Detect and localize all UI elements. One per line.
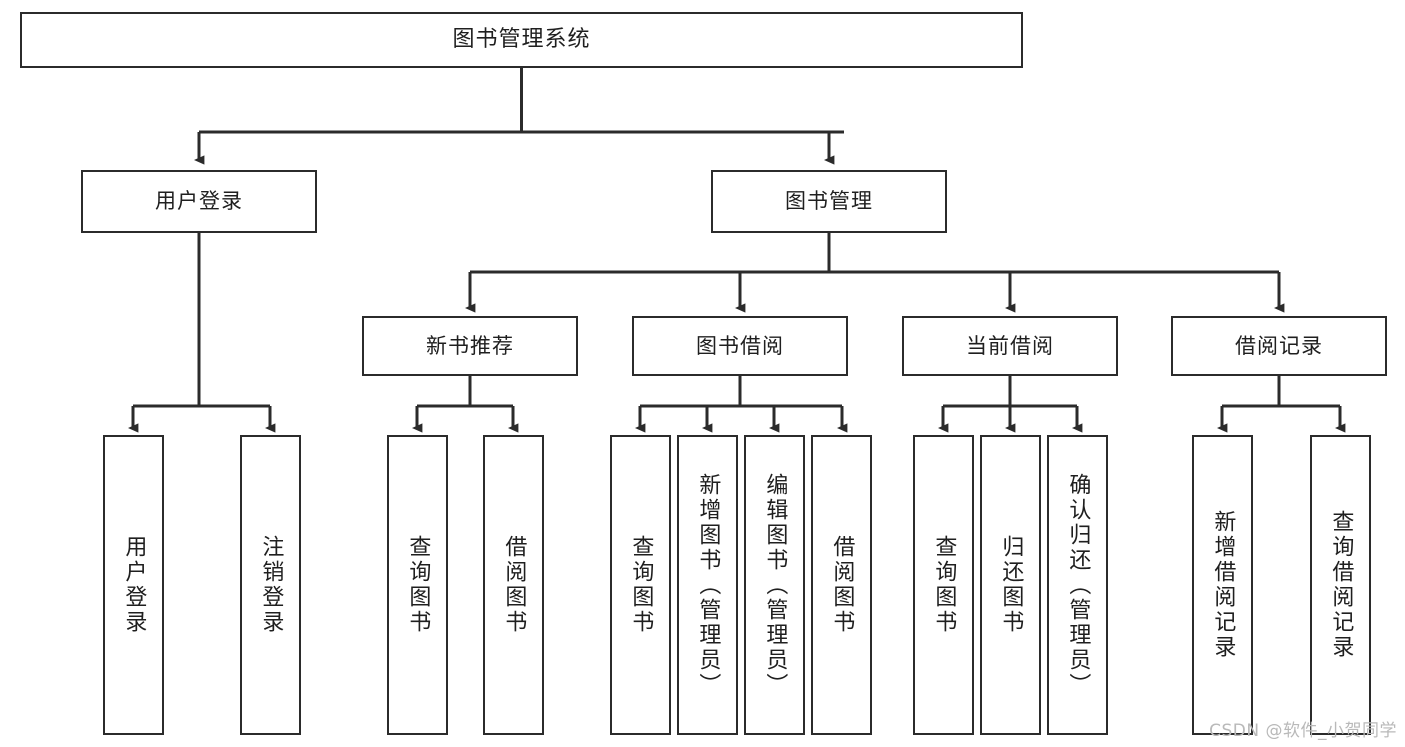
leaf-current-confirm-return[interactable]: 确认归还（管理员） bbox=[1047, 435, 1108, 735]
node-label: 编辑图书（管理员） bbox=[762, 472, 788, 698]
node-root[interactable]: 图书管理系统 bbox=[20, 12, 1023, 68]
node-label: 新书推荐 bbox=[426, 333, 514, 358]
leaf-user-login-login[interactable]: 用户登录 bbox=[103, 435, 164, 735]
leaf-borrow-edit-book[interactable]: 编辑图书（管理员） bbox=[744, 435, 805, 735]
node-borrow-record[interactable]: 借阅记录 bbox=[1171, 316, 1387, 376]
leaf-recommend-borrow-book[interactable]: 借阅图书 bbox=[483, 435, 544, 735]
node-new-book-recommend[interactable]: 新书推荐 bbox=[362, 316, 578, 376]
node-label: 确认归还（管理员） bbox=[1065, 472, 1091, 698]
node-label: 查询借阅记录 bbox=[1328, 510, 1354, 660]
node-label: 用户登录 bbox=[155, 189, 243, 214]
node-label: 借阅记录 bbox=[1235, 333, 1323, 358]
leaf-record-query-record[interactable]: 查询借阅记录 bbox=[1310, 435, 1371, 735]
leaf-user-login-logout[interactable]: 注销登录 bbox=[240, 435, 301, 735]
node-label: 查询图书 bbox=[628, 535, 654, 635]
node-label: 查询图书 bbox=[405, 535, 431, 635]
node-book-management[interactable]: 图书管理 bbox=[711, 170, 947, 233]
leaf-current-query-book[interactable]: 查询图书 bbox=[913, 435, 974, 735]
node-label: 新增图书（管理员） bbox=[695, 472, 721, 698]
leaf-current-return-book[interactable]: 归还图书 bbox=[980, 435, 1041, 735]
leaf-borrow-add-book[interactable]: 新增图书（管理员） bbox=[677, 435, 738, 735]
leaf-record-add-record[interactable]: 新增借阅记录 bbox=[1192, 435, 1253, 735]
leaf-borrow-query-book[interactable]: 查询图书 bbox=[610, 435, 671, 735]
node-label: 图书管理系统 bbox=[452, 27, 591, 53]
node-label: 注销登录 bbox=[258, 535, 284, 635]
node-label: 图书借阅 bbox=[696, 333, 784, 358]
node-label: 借阅图书 bbox=[829, 535, 855, 635]
node-label: 新增借阅记录 bbox=[1210, 510, 1236, 660]
watermark: CSDN @软件_小贺同学 bbox=[1209, 721, 1397, 741]
node-label: 查询图书 bbox=[931, 535, 957, 635]
leaf-recommend-query-book[interactable]: 查询图书 bbox=[387, 435, 448, 735]
node-label: 归还图书 bbox=[998, 535, 1024, 635]
node-book-borrow[interactable]: 图书借阅 bbox=[632, 316, 848, 376]
node-label: 借阅图书 bbox=[501, 535, 527, 635]
node-current-borrow[interactable]: 当前借阅 bbox=[902, 316, 1118, 376]
node-label: 用户登录 bbox=[121, 535, 147, 635]
node-label: 当前借阅 bbox=[966, 333, 1054, 358]
node-label: 图书管理 bbox=[785, 189, 873, 214]
node-user-login[interactable]: 用户登录 bbox=[81, 170, 317, 233]
leaf-borrow-borrow-book[interactable]: 借阅图书 bbox=[811, 435, 872, 735]
